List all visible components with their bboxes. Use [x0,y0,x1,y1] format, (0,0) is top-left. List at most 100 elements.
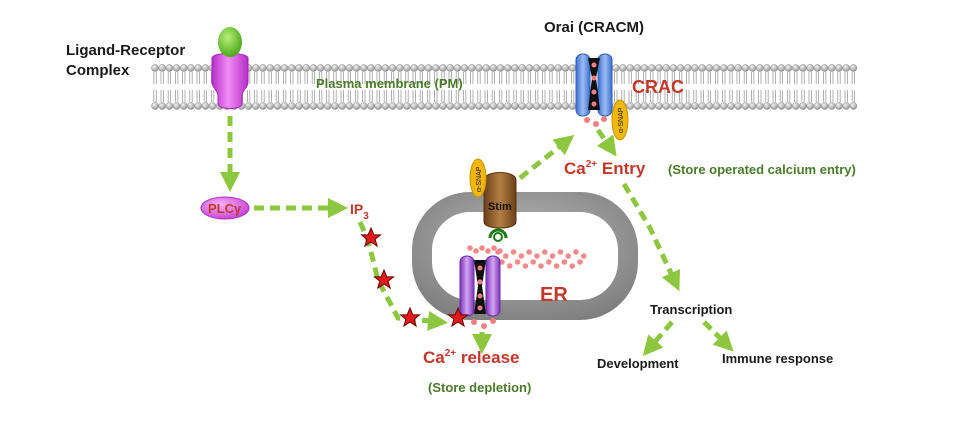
lipid-head [705,64,714,72]
orai-label: Orai (CRACM) [544,19,644,36]
lipid-head [777,64,786,72]
lipid-head [287,102,296,110]
lipid-head [669,64,678,72]
lipid-head [179,64,188,72]
lipid-head [273,64,282,72]
lipid-head [165,64,174,72]
lipid-head [388,64,397,72]
lipid-head [684,102,692,110]
alpha-snap-stim-icon: α-SNAP [469,158,487,198]
orai-channel-icon [575,53,613,117]
lipid-head [280,102,289,110]
lipid-head [151,64,159,72]
lipid-head [518,102,527,110]
lipid-head [151,102,159,110]
lipid-head [547,64,555,72]
lipid-head [626,64,635,72]
lipid-head [201,102,210,110]
lipid-head [374,102,383,110]
calcium-ion [503,253,509,259]
lipid-head [482,64,491,72]
er-calcium-store [467,245,587,269]
lipid-head [244,102,253,110]
calcium-ion [546,259,552,265]
lipid-head [338,64,347,72]
lipid-head [756,102,764,110]
lipid-head [547,102,555,110]
lipid-head [698,64,707,72]
lipid-head [655,64,663,72]
lipid-head [446,102,455,110]
lipid-head [417,102,426,110]
lipid-head [179,102,188,110]
lipid-head [424,64,433,72]
lipid-head [511,64,519,72]
stim-label: Stim [488,201,512,213]
lipid-head [489,102,498,110]
plasma-membrane-bilayer [151,64,858,110]
lipid-head [561,64,570,72]
lipid-head [467,102,476,110]
calcium-ion [561,259,568,265]
lipid-head [777,102,786,110]
lipid-head [561,102,570,110]
lipid-head [367,64,375,72]
plc-gamma-icon [200,196,250,220]
lipid-head [525,64,534,72]
crac-label: CRAC [632,77,684,97]
lipid-head [540,102,548,110]
lipid-head [525,102,534,110]
lipid-head [684,64,692,72]
lipid-head [431,64,440,72]
lipid-head [792,64,800,72]
lipid-head [424,102,433,110]
lipid-head [172,102,181,110]
plc-gamma-label: PLCγ [208,201,242,216]
lipid-head [266,102,275,110]
lipid-head [820,64,829,72]
lipid-head [280,64,289,72]
lipid-head [302,64,311,72]
calcium-ion [553,263,560,269]
lipid-head [475,102,483,110]
lipid-head [727,64,735,72]
lipid-head [453,102,462,110]
calcium-ion [507,263,513,269]
calcium-ion [565,253,571,259]
lipid-head [208,102,217,110]
receptor-icon [211,53,249,109]
lipid-head [446,64,455,72]
lipid-head [316,64,325,72]
lipid-head [518,64,527,72]
arrow-to-development [642,320,674,357]
lipid-head [331,102,339,110]
lipid-head [813,64,822,72]
lipid-head [417,64,426,72]
lipid-head [662,102,671,110]
lipid-head [403,102,411,110]
lipid-head [835,102,843,110]
calcium-ion [557,249,564,255]
lipid-head [489,64,498,72]
lipid-head [439,102,447,110]
lipid-head [251,64,260,72]
lipid-head [309,102,318,110]
lipid-head [323,102,332,110]
lipid-head [201,64,210,72]
calcium-ion [485,248,491,254]
calcium-ion [538,263,544,269]
lipid-head [410,102,419,110]
calcium-ion [481,323,487,329]
calcium-ion [471,319,477,325]
lipid-head [359,64,368,72]
alpha-snap-stim-label: α-SNAP [476,166,483,192]
stim-icon: Stim [483,172,517,242]
lipid-head [698,102,707,110]
lipid-head [806,102,815,110]
lipid-head [763,64,771,72]
lipid-head [158,64,166,72]
calcium-ion [514,259,521,265]
star-icon [360,226,382,248]
lipid-head [172,64,181,72]
lipid-head [806,64,815,72]
